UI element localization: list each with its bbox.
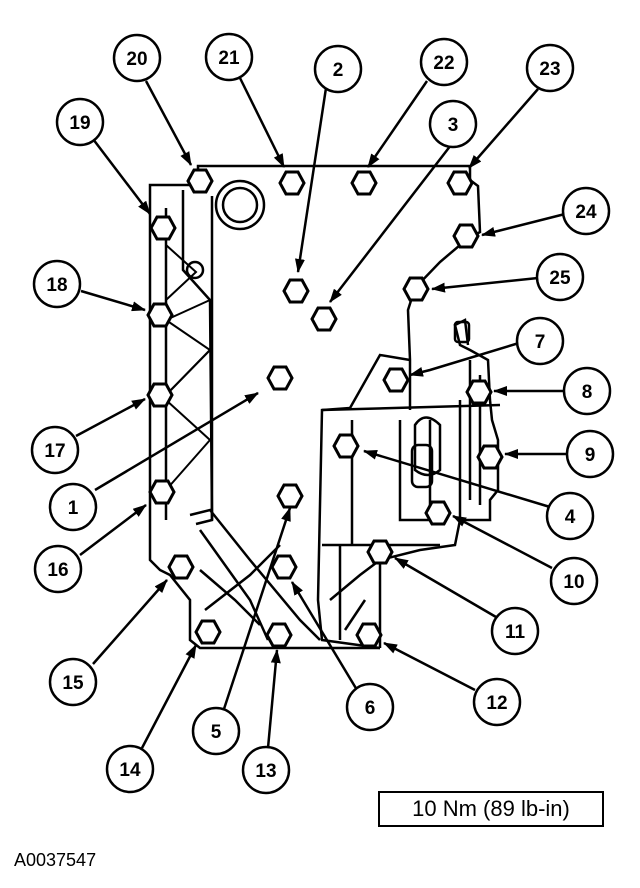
bolt-14-hex: [194, 619, 222, 645]
callout-5: 5: [191, 706, 241, 756]
callout-2: 2: [313, 44, 363, 94]
bolt-18-hex: [146, 302, 174, 328]
callout-6: 6: [345, 682, 395, 732]
callout-24: 24: [561, 186, 611, 236]
svg-text:23: 23: [539, 59, 560, 80]
bolt-11-hex: [366, 539, 394, 565]
callout-15: 15: [48, 657, 98, 707]
svg-text:16: 16: [47, 560, 68, 581]
svg-text:6: 6: [365, 698, 376, 719]
figure-code: A0037547: [14, 850, 97, 870]
callout-20: 20: [112, 33, 162, 83]
callout-4: 4: [545, 491, 595, 541]
bolt-24-hex: [452, 223, 480, 249]
leader-arrows: [75, 77, 569, 749]
svg-text:7: 7: [535, 332, 546, 353]
callout-13: 13: [241, 745, 291, 795]
callout-23: 23: [525, 43, 575, 93]
svg-text:8: 8: [582, 382, 593, 403]
bolt-20-hex: [186, 168, 214, 194]
bolt-15-hex: [167, 554, 195, 580]
callout-9: 9: [565, 429, 615, 479]
bolt-5-hex: [276, 483, 304, 509]
housing-outline: [148, 164, 501, 650]
callout-10: 10: [549, 556, 599, 606]
svg-text:20: 20: [126, 49, 147, 70]
bolt-13-hex: [265, 622, 293, 648]
housing-features: [185, 179, 471, 489]
callout-3: 3: [428, 99, 478, 149]
bolt-12-hex: [355, 622, 383, 648]
bolt-2-hex: [282, 278, 310, 304]
svg-text:17: 17: [44, 441, 65, 462]
bolt-23-hex: [446, 170, 474, 196]
bolt-10-hex: [424, 500, 452, 526]
callout-25: 25: [535, 252, 585, 302]
callout-12: 12: [472, 677, 522, 727]
svg-text:18: 18: [46, 275, 67, 296]
svg-text:4: 4: [565, 507, 576, 528]
bolt-7-hex: [382, 367, 410, 393]
bolt-1-hex: [266, 365, 294, 391]
bolt-21-hex: [278, 170, 306, 196]
bolt-3-hex: [310, 306, 338, 332]
svg-text:22: 22: [433, 53, 454, 74]
callout-11: 11: [490, 606, 540, 656]
svg-text:9: 9: [585, 445, 596, 466]
callout-7: 7: [515, 316, 565, 366]
bolt-9-hex: [476, 444, 504, 470]
svg-text:19: 19: [69, 113, 90, 134]
bolt-22-hex: [350, 170, 378, 196]
bolt-8-hex: [465, 379, 493, 405]
svg-text:21: 21: [218, 48, 240, 69]
svg-text:1: 1: [68, 498, 79, 519]
bolt-17-hex: [146, 382, 174, 408]
svg-text:14: 14: [119, 760, 141, 781]
svg-text:12: 12: [486, 693, 507, 714]
svg-text:3: 3: [448, 115, 459, 136]
bolt-4-hex: [332, 433, 360, 459]
bolt-25-hex: [402, 276, 430, 302]
svg-text:2: 2: [333, 60, 344, 81]
torque-spec-text: 10 Nm (89 lb-in): [412, 796, 570, 821]
callout-1: 1: [48, 482, 98, 532]
svg-text:24: 24: [575, 202, 597, 223]
callout-22: 22: [419, 37, 469, 87]
svg-text:11: 11: [505, 622, 526, 643]
callout-14: 14: [105, 744, 155, 794]
callout-16: 16: [33, 544, 83, 594]
bolt-heads: [146, 168, 504, 648]
svg-text:13: 13: [255, 761, 276, 782]
left-rail-truss: [165, 244, 212, 491]
svg-text:15: 15: [62, 673, 84, 694]
svg-text:10: 10: [563, 572, 584, 593]
torque-spec-box: 10 Nm (89 lb-in): [378, 791, 604, 827]
bolt-19-hex: [149, 215, 177, 241]
bolt-6-hex: [270, 554, 298, 580]
svg-text:5: 5: [211, 722, 222, 743]
bolt-16-hex: [148, 479, 176, 505]
callout-21: 21: [204, 32, 254, 82]
callout-8: 8: [562, 366, 612, 416]
callout-18: 18: [32, 259, 82, 309]
callout-17: 17: [30, 425, 80, 475]
callout-19: 19: [55, 97, 105, 147]
svg-text:25: 25: [549, 268, 571, 289]
callout-circles: 1 2 3 4 5 6 7 8 9 10 11 12 13 14 15 16 1…: [30, 32, 615, 795]
